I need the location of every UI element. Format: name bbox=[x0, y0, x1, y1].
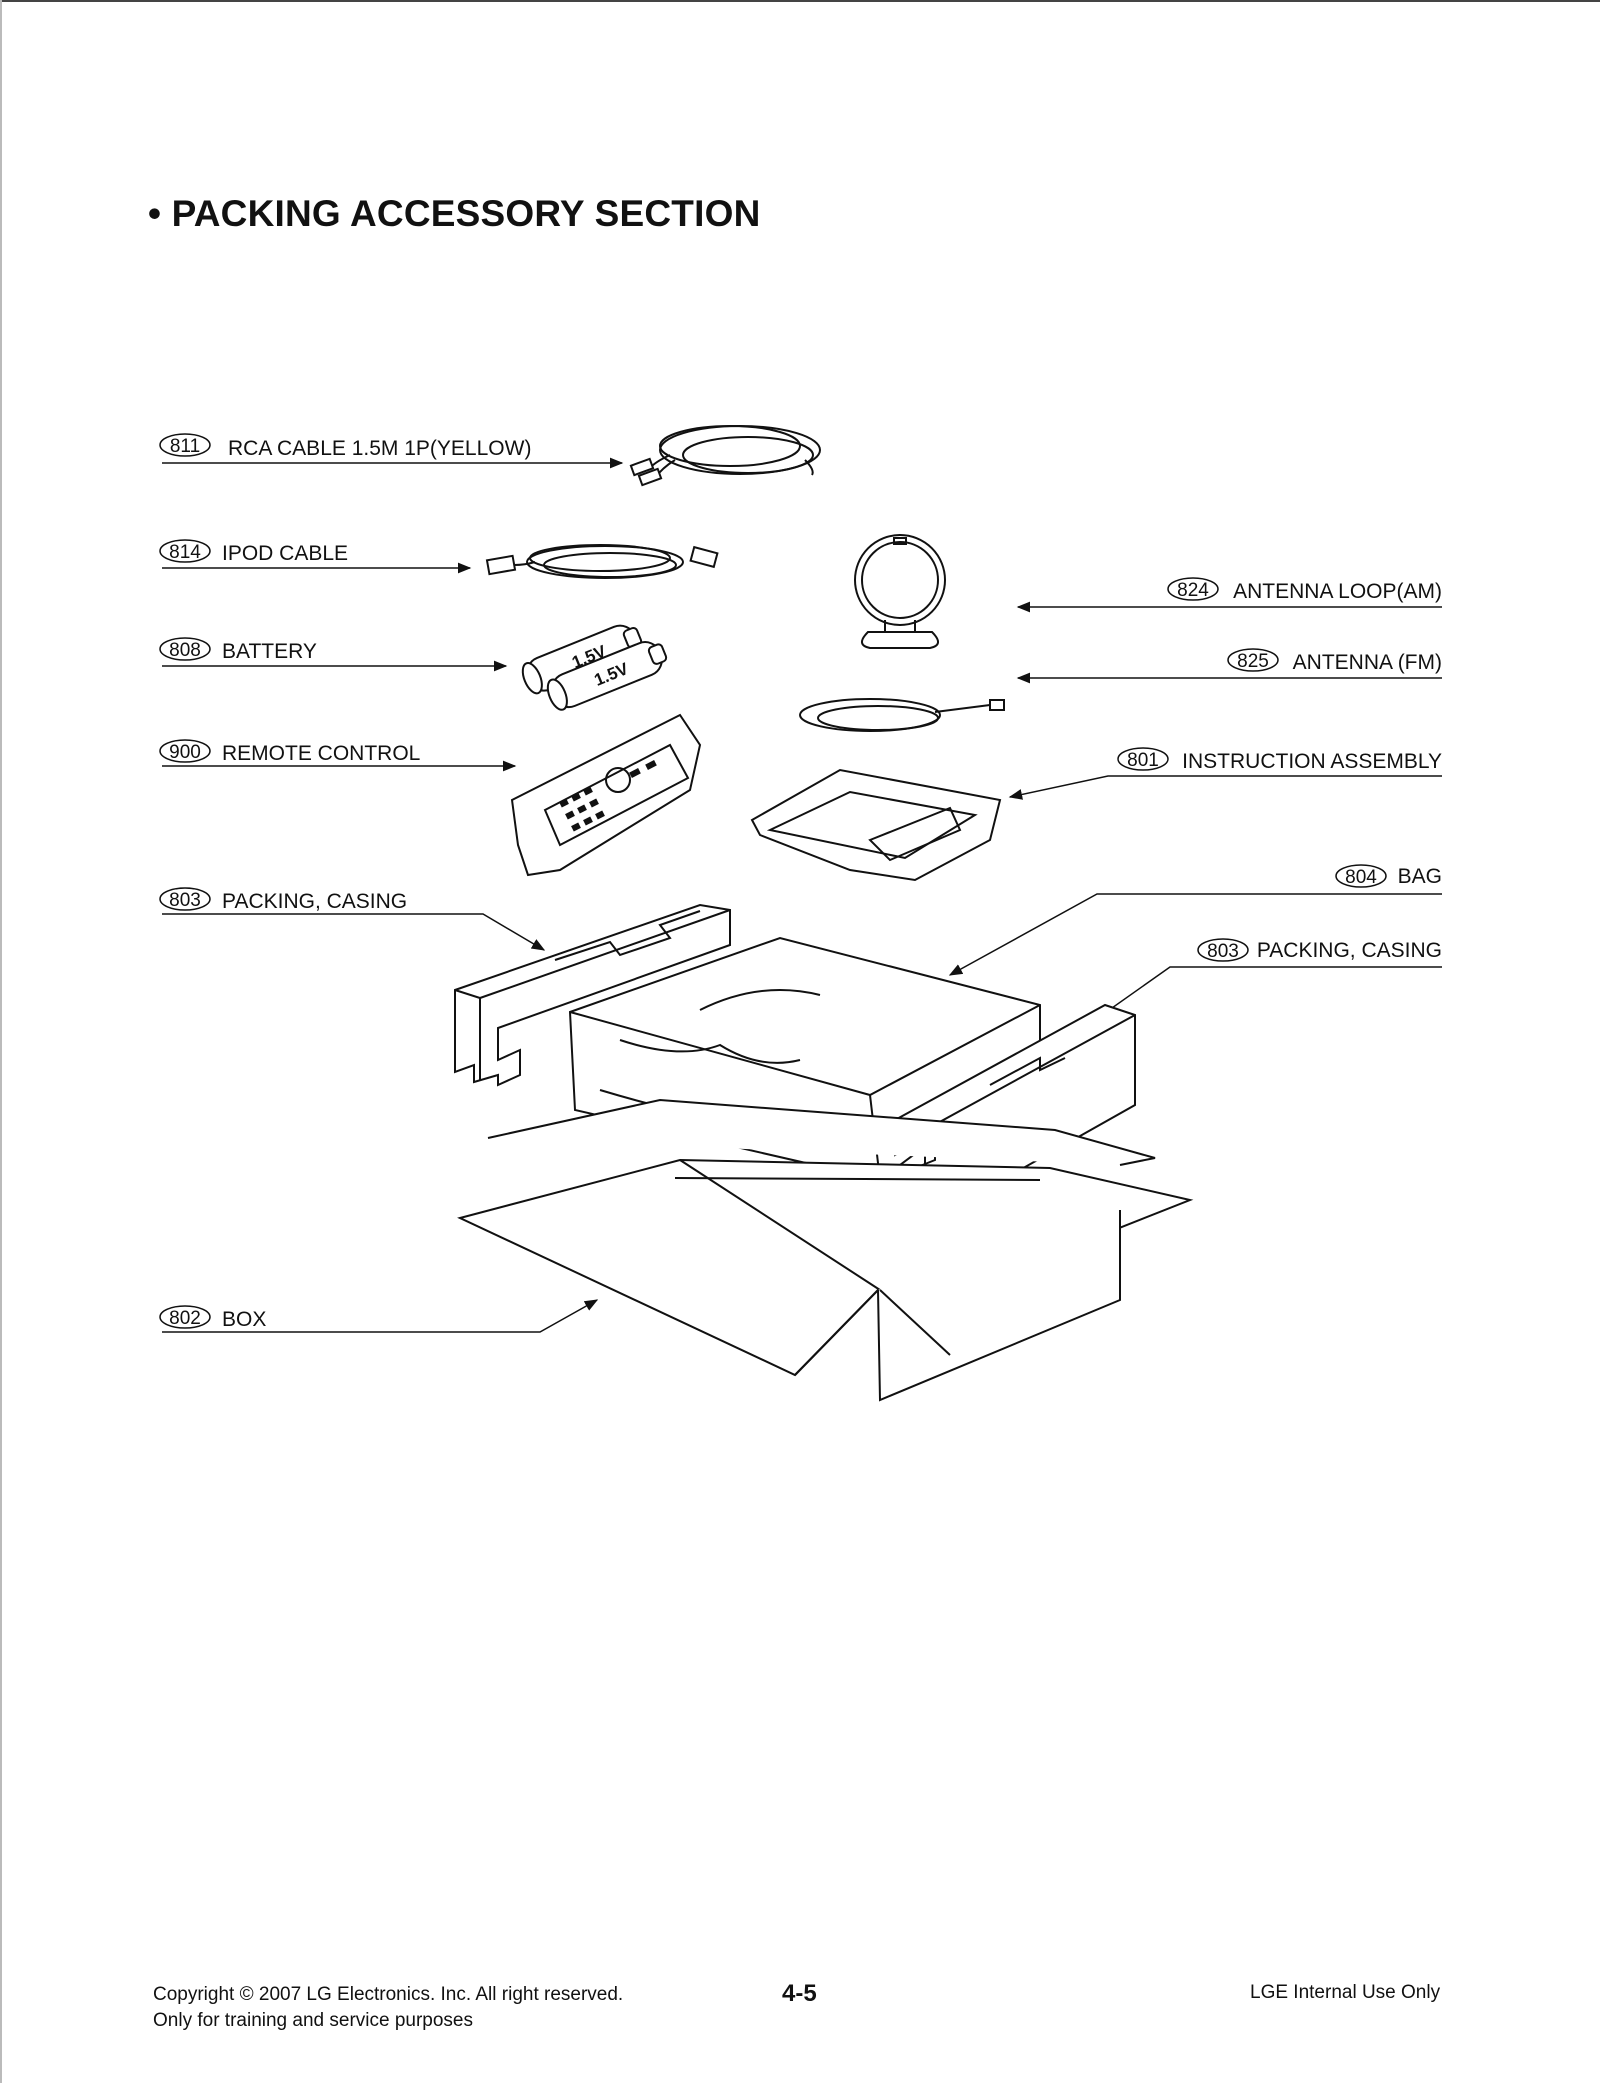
part-number-bubble bbox=[159, 1305, 211, 1329]
part-number: 801 bbox=[1127, 750, 1159, 771]
part-number-bubble bbox=[159, 539, 211, 563]
instruction-assembly-illustration bbox=[750, 768, 1002, 882]
part-name: ANTENNA LOOP(AM) bbox=[1233, 580, 1442, 603]
battery-illustration: 1.5V 1.5V bbox=[521, 624, 668, 711]
page-number: 4-5 bbox=[782, 1980, 817, 2007]
part-name: REMOTE CONTROL bbox=[222, 742, 420, 765]
part-number: 811 bbox=[170, 436, 200, 457]
footer-copyright-block: Copyright © 2007 LG Electronics. Inc. Al… bbox=[153, 1982, 623, 2034]
footer-internal-use: LGE Internal Use Only bbox=[1250, 1982, 1441, 2003]
part-name: INSTRUCTION ASSEMBLY bbox=[1182, 750, 1442, 773]
part-number-bubble bbox=[1117, 747, 1169, 771]
callout-801: 801 INSTRUCTION ASSEMBLY bbox=[1008, 747, 1442, 800]
part-name: PACKING, CASING bbox=[1257, 939, 1442, 962]
part-number-bubble bbox=[159, 637, 211, 661]
rca-cable-illustration bbox=[629, 425, 821, 487]
part-name: BATTERY bbox=[222, 640, 317, 663]
callout-802: 802 BOX bbox=[159, 1299, 599, 1333]
ipod-cable-illustration bbox=[485, 544, 719, 579]
part-name: BOX bbox=[222, 1308, 266, 1331]
part-number: 802 bbox=[169, 1308, 201, 1329]
part-number: 824 bbox=[1177, 580, 1209, 601]
part-number-bubble bbox=[1167, 577, 1219, 601]
callout-825: 825 ANTENNA (FM) bbox=[1016, 648, 1442, 684]
leader-line bbox=[162, 913, 546, 951]
part-number: 804 bbox=[1345, 867, 1377, 888]
fm-antenna-illustration bbox=[799, 698, 1005, 732]
callout-808: 808 BATTERY bbox=[159, 637, 508, 672]
leader-line bbox=[948, 893, 1442, 976]
part-name: RCA CABLE 1.5M 1P(YELLOW) bbox=[228, 437, 531, 460]
part-number-bubble bbox=[159, 433, 211, 457]
callout-824: 824 ANTENNA LOOP(AM) bbox=[1016, 577, 1442, 613]
footer-copyright: Copyright © 2007 LG Electronics. Inc. Al… bbox=[153, 1984, 624, 2005]
part-number-bubble bbox=[159, 739, 211, 763]
page-border-top bbox=[0, 0, 1600, 2]
part-name: IPOD CABLE bbox=[222, 542, 348, 565]
part-number-bubble bbox=[1197, 938, 1249, 962]
page-border-left bbox=[0, 0, 2, 2083]
part-number: 808 bbox=[169, 640, 201, 661]
part-number: 803 bbox=[169, 890, 201, 911]
part-number-bubble bbox=[1227, 648, 1279, 672]
part-number: 900 bbox=[169, 742, 201, 763]
page-title: • PACKING ACCESSORY SECTION bbox=[148, 193, 761, 234]
callout-900: 900 REMOTE CONTROL bbox=[159, 739, 517, 772]
leader-line bbox=[1093, 966, 1442, 1021]
am-loop-antenna-illustration bbox=[854, 534, 946, 649]
packing-casing-left-illustration bbox=[454, 903, 731, 1087]
part-number: 803 bbox=[1207, 941, 1239, 962]
part-number: 814 bbox=[169, 542, 201, 563]
part-number-bubble bbox=[1335, 864, 1387, 888]
callout-814: 814 IPOD CABLE bbox=[159, 539, 472, 574]
leader-line bbox=[162, 1299, 599, 1333]
footer-purpose: Only for training and service purposes bbox=[153, 2010, 473, 2031]
part-name: ANTENNA (FM) bbox=[1293, 651, 1442, 674]
remote-control-illustration bbox=[510, 713, 702, 877]
leader-line bbox=[1008, 775, 1442, 800]
part-name: BAG bbox=[1398, 865, 1442, 888]
callout-803-left: 803 PACKING, CASING bbox=[159, 887, 546, 951]
part-number: 825 bbox=[1237, 651, 1269, 672]
callout-804: 804 BAG bbox=[948, 864, 1442, 976]
part-number-bubble bbox=[159, 887, 211, 911]
callout-811: 811 RCA CABLE 1.5M 1P(YELLOW) bbox=[159, 433, 624, 469]
callout-803-right: 803 PACKING, CASING bbox=[1093, 938, 1442, 1021]
box-illustration bbox=[457, 1098, 1194, 1402]
part-name: PACKING, CASING bbox=[222, 890, 407, 913]
